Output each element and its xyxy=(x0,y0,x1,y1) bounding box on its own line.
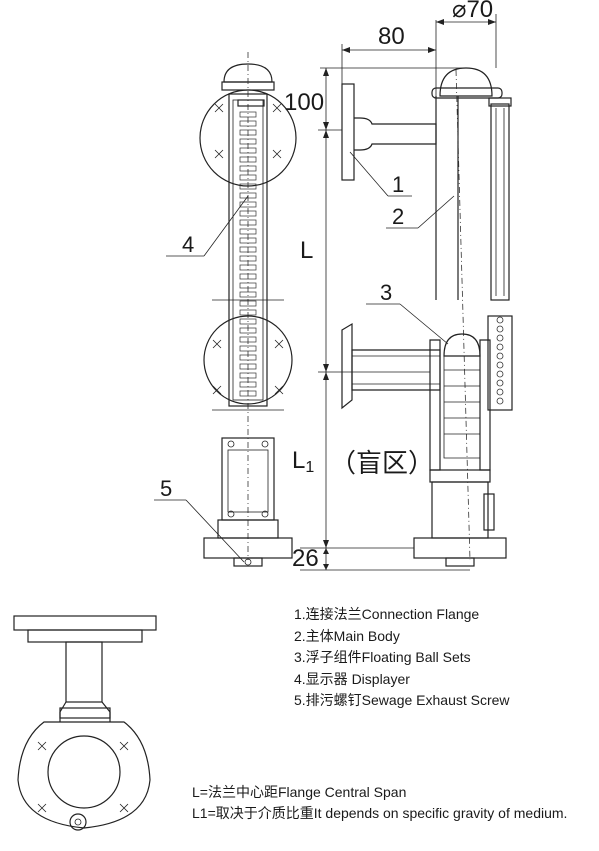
front-view xyxy=(199,52,297,567)
scale-segment xyxy=(239,228,257,235)
scale-segment xyxy=(239,264,257,271)
scale-segment xyxy=(239,192,257,199)
magnet-flap xyxy=(496,316,504,324)
scale-segment xyxy=(239,183,257,190)
bolt-cross-icon xyxy=(214,103,282,159)
scale-segment xyxy=(239,129,257,136)
scale-segment xyxy=(239,345,257,352)
dim-L: L xyxy=(300,237,313,264)
scale-segment xyxy=(239,201,257,208)
scale-segment xyxy=(239,255,257,262)
dim-26: 26 xyxy=(292,545,319,572)
side-view xyxy=(318,67,513,567)
scale-segment xyxy=(239,354,257,361)
notes: L=法兰中心距Flange Central Span L1=取决于介质比重It … xyxy=(192,782,567,824)
magnet-flap xyxy=(496,343,504,351)
scale-segment xyxy=(239,309,257,316)
magnet-flap xyxy=(496,388,504,396)
magnet-flap xyxy=(496,397,504,405)
scale-segment xyxy=(239,219,257,226)
dim-80: 80 xyxy=(378,23,405,50)
parts-legend: 1.连接法兰Connection Flange 2.主体Main Body 3.… xyxy=(294,604,510,712)
callout-3: 3 xyxy=(380,280,392,305)
callout-leaders xyxy=(154,151,455,563)
note-L: L=法兰中心距Flange Central Span xyxy=(192,784,407,800)
scale-segment xyxy=(239,363,257,370)
scale-segment xyxy=(239,165,257,172)
legend-item: 1.连接法兰Connection Flange xyxy=(294,606,480,622)
legend-item: 2.主体Main Body xyxy=(294,627,400,644)
scale-segment xyxy=(239,300,257,307)
top-view xyxy=(13,615,157,831)
bolt-cross-icon xyxy=(212,339,284,395)
magnet-flap xyxy=(496,370,504,378)
dim-L1: L1 xyxy=(292,447,314,476)
magnet-flap xyxy=(496,352,504,360)
magnet-flap xyxy=(496,334,504,342)
blind-zone-label: （盲区） xyxy=(330,448,434,478)
callout-1: 1 xyxy=(392,172,404,197)
scale-segment xyxy=(239,111,257,118)
scale-segment xyxy=(239,138,257,145)
scale-segment xyxy=(239,237,257,244)
scale-segment xyxy=(239,381,257,388)
scale-segment xyxy=(239,273,257,280)
scale-segment xyxy=(239,147,257,154)
callout-5: 5 xyxy=(160,476,172,501)
scale-segment xyxy=(239,372,257,379)
scale-segment xyxy=(239,246,257,253)
display-scale xyxy=(239,111,257,397)
legend-item: 4.显示器 Displayer xyxy=(294,670,410,687)
callout-2: 2 xyxy=(392,204,404,229)
magnet-flap xyxy=(496,361,504,369)
scale-segment xyxy=(239,210,257,217)
bolt-cross-icon xyxy=(37,741,129,813)
scale-segment xyxy=(239,174,257,181)
scale-segment xyxy=(239,156,257,163)
dim-diameter-70: ⌀70 xyxy=(452,0,493,23)
scale-segment xyxy=(239,291,257,298)
scale-segment xyxy=(239,336,257,343)
magnet-flap xyxy=(496,325,504,333)
scale-segment xyxy=(239,390,257,397)
legend-item: 5.排污螺钉Sewage Exhaust Screw xyxy=(294,692,510,708)
indicator-magnets xyxy=(496,316,504,405)
dimension-lines xyxy=(300,14,497,571)
callout-4: 4 xyxy=(182,232,194,257)
scale-segment xyxy=(239,282,257,289)
scale-segment xyxy=(239,318,257,325)
magnet-flap xyxy=(496,379,504,387)
legend-item: 3.浮子组件Floating Ball Sets xyxy=(294,649,471,665)
scale-segment xyxy=(239,120,257,127)
dim-100: 100 xyxy=(284,89,324,116)
scale-segment xyxy=(239,327,257,334)
note-L1: L1=取决于介质比重It depends on specific gravity… xyxy=(192,805,568,821)
